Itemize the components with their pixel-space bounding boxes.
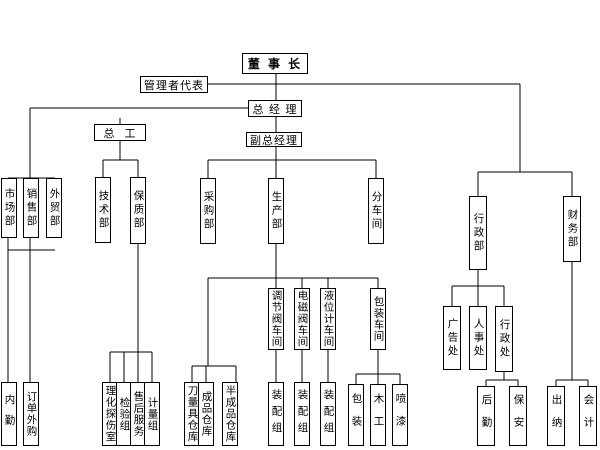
- node-assembly-group-3: 装配组: [320, 382, 336, 446]
- node-management-representative: 管理者代表: [140, 76, 208, 93]
- node-solenoid-workshop: 电磁阀车间: [294, 288, 310, 350]
- node-packing: 包装: [348, 384, 364, 446]
- node-purchase-dept: 采购部: [200, 178, 216, 244]
- node-production-dept: 生产部: [268, 178, 284, 244]
- node-accounting: 会计: [579, 386, 597, 446]
- node-market-dept: 市场部: [1, 178, 17, 238]
- node-assembly-group-1: 装配组: [268, 382, 284, 446]
- node-qa-dept: 保质部: [130, 177, 146, 244]
- node-internal-affairs: 内勤: [1, 382, 17, 446]
- node-measurement-group: 计量组: [144, 382, 160, 446]
- node-painting: 喷漆: [392, 384, 408, 446]
- node-packing-workshop: 包装车间: [370, 288, 386, 350]
- node-level-gauge-workshop: 液位计车间: [320, 288, 336, 350]
- node-security: 保安: [509, 386, 527, 446]
- node-order-outsourcing: 订单外购: [23, 382, 39, 446]
- node-inspection-group: 检验组: [116, 382, 132, 446]
- node-cashier: 出纳: [547, 386, 565, 446]
- node-chairman: 董 事 长: [242, 53, 308, 74]
- node-tech-dept: 技术部: [95, 177, 111, 243]
- node-deputy-general-manager: 副总经理: [246, 132, 302, 147]
- node-admin-office: 行政处: [495, 306, 513, 372]
- node-logistics: 后勤: [477, 386, 495, 446]
- node-finance-dept: 财务部: [563, 196, 581, 262]
- node-branch-workshop: 分车间: [368, 178, 384, 244]
- node-carpentry: 木工: [370, 384, 386, 446]
- node-valve-workshop: 调节阀车间: [268, 288, 284, 350]
- node-semi-product-warehouse: 半成品仓库: [222, 382, 238, 446]
- node-sales-dept: 销售部: [23, 178, 39, 238]
- node-admin-dept: 行政部: [469, 196, 487, 270]
- node-after-sales-service: 售后服务: [130, 382, 146, 446]
- node-chief-engineer: 总 工: [94, 124, 146, 141]
- node-assembly-group-2: 装配组: [294, 382, 310, 446]
- node-trade-dept: 外贸部: [46, 178, 62, 238]
- node-product-warehouse: 成品仓库: [198, 382, 214, 446]
- node-tool-warehouse: 刀量具仓库: [184, 382, 200, 446]
- node-general-manager: 总 经 理: [248, 100, 302, 117]
- node-hr-office: 人事处: [469, 306, 487, 370]
- node-ad-office: 广告处: [443, 306, 461, 370]
